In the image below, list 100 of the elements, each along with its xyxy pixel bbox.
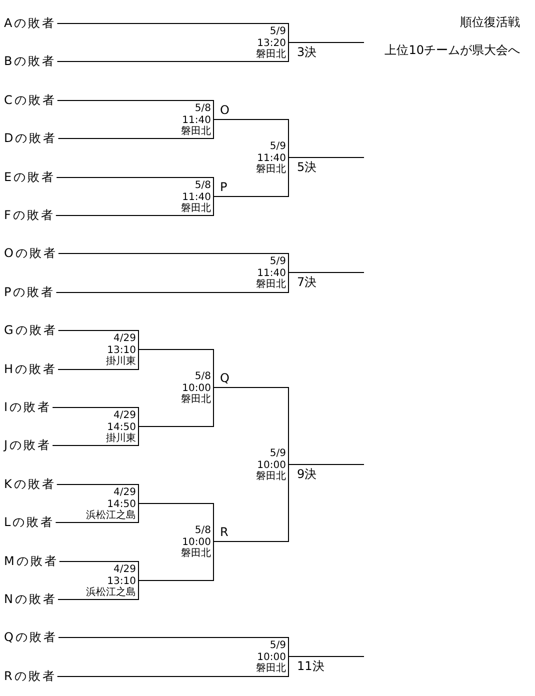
venue-name: 磐田北 bbox=[256, 164, 286, 175]
match-time: 11:40 bbox=[257, 152, 286, 164]
match-bracket bbox=[75, 561, 139, 600]
edge-label: Q bbox=[220, 372, 230, 385]
match-date: 5/9 bbox=[270, 256, 286, 267]
bracket-line bbox=[52, 407, 96, 408]
bracket-line bbox=[288, 42, 364, 43]
match-time: 10:00 bbox=[257, 652, 286, 662]
match-time: 13:20 bbox=[257, 38, 286, 48]
bracket-line bbox=[58, 561, 76, 562]
bracket-line bbox=[55, 215, 170, 216]
bracket-line bbox=[52, 445, 96, 446]
team-name: Rの敗者 bbox=[4, 668, 58, 684]
team-name: Nの敗者 bbox=[4, 591, 58, 607]
bracket-line bbox=[56, 292, 246, 293]
match-bracket bbox=[245, 119, 289, 197]
venue-name: 磐田北 bbox=[256, 49, 286, 60]
bracket-line bbox=[58, 253, 246, 254]
team-name: Hの敗者 bbox=[4, 361, 58, 377]
bracket-line bbox=[56, 177, 170, 178]
edge-label: 7決 bbox=[297, 276, 317, 289]
team-name: Lの敗者 bbox=[4, 514, 56, 530]
bracket-line bbox=[138, 503, 170, 504]
bracket-line bbox=[214, 119, 246, 120]
match-bracket bbox=[245, 23, 289, 62]
bracket-line bbox=[288, 656, 364, 657]
match-bracket bbox=[245, 637, 289, 677]
match-time: 11:40 bbox=[257, 268, 286, 278]
bracket-line bbox=[288, 157, 364, 158]
match-bracket bbox=[95, 407, 139, 446]
venue-name: 掛川東 bbox=[106, 433, 136, 444]
match-time: 14:50 bbox=[107, 498, 136, 510]
match-bracket bbox=[170, 349, 214, 427]
venue-name: 磐田北 bbox=[256, 663, 286, 674]
match-bracket bbox=[245, 253, 289, 293]
match-time: 10:00 bbox=[257, 460, 286, 470]
match-bracket bbox=[170, 100, 214, 139]
team-name: Pの敗者 bbox=[4, 284, 56, 300]
edge-label: 5決 bbox=[297, 161, 317, 174]
bracket-line bbox=[56, 23, 246, 24]
venue-name: 磐田北 bbox=[181, 548, 211, 559]
edge-label: O bbox=[220, 104, 230, 117]
bracket-line bbox=[288, 464, 364, 465]
venue-name: 磐田北 bbox=[256, 279, 286, 290]
title: 順位復活戦 bbox=[460, 15, 520, 29]
note-text: 上位10チームが県大会へ bbox=[384, 43, 520, 57]
match-time: 10:00 bbox=[182, 382, 211, 394]
venue-name: 磐田北 bbox=[181, 126, 211, 137]
bracket-line bbox=[138, 580, 170, 581]
match-bracket bbox=[245, 387, 289, 542]
bracket-line bbox=[56, 100, 170, 101]
venue-name: 浜松江之島 bbox=[86, 587, 136, 598]
match-date: 5/9 bbox=[270, 141, 286, 152]
bracket-line bbox=[57, 599, 76, 600]
match-time: 11:40 bbox=[182, 114, 211, 126]
team-name: Eの敗者 bbox=[4, 169, 57, 185]
team-name: Mの敗者 bbox=[4, 553, 60, 569]
bracket-line bbox=[138, 349, 170, 350]
team-name: Qの敗者 bbox=[4, 629, 58, 645]
match-date: 5/8 bbox=[194, 525, 211, 536]
edge-label: P bbox=[220, 181, 228, 194]
bracket-line bbox=[56, 61, 246, 62]
match-date: 5/9 bbox=[270, 448, 286, 459]
match-date: 5/9 bbox=[270, 26, 286, 37]
venue-name: 磐田北 bbox=[181, 203, 211, 214]
match-time: 13:10 bbox=[107, 576, 136, 586]
match-time: 13:10 bbox=[107, 344, 136, 356]
bracket-line bbox=[56, 484, 76, 485]
match-time: 10:00 bbox=[182, 536, 211, 548]
team-name: Dの敗者 bbox=[4, 130, 58, 146]
match-date: 5/8 bbox=[194, 103, 211, 114]
match-date: 4/29 bbox=[114, 333, 136, 344]
match-bracket bbox=[75, 484, 139, 523]
team-name: Iの敗者 bbox=[4, 399, 53, 415]
match-date: 4/29 bbox=[114, 564, 136, 575]
match-time: 11:40 bbox=[182, 192, 211, 202]
team-name: Bの敗者 bbox=[4, 53, 58, 69]
team-name: Gの敗者 bbox=[4, 322, 58, 338]
bracket-line bbox=[214, 387, 246, 388]
match-date: 5/8 bbox=[194, 371, 211, 382]
edge-label: 11決 bbox=[297, 660, 324, 673]
match-time: 14:50 bbox=[107, 422, 136, 432]
bracket-line bbox=[288, 272, 364, 273]
team-name: Aの敗者 bbox=[4, 15, 58, 31]
bracket-line bbox=[55, 522, 76, 523]
match-date: 5/9 bbox=[270, 640, 286, 651]
team-name: Kの敗者 bbox=[4, 476, 57, 492]
bracket-line bbox=[214, 196, 246, 197]
venue-name: 磐田北 bbox=[181, 394, 211, 405]
match-date: 5/8 bbox=[194, 180, 211, 191]
team-name: Cの敗者 bbox=[4, 92, 58, 108]
match-date: 4/29 bbox=[114, 487, 136, 498]
edge-label: 3決 bbox=[297, 46, 317, 59]
team-name: Fの敗者 bbox=[4, 207, 56, 223]
match-bracket bbox=[170, 177, 214, 216]
bracket-line bbox=[56, 676, 246, 677]
bracket-line bbox=[58, 138, 170, 139]
venue-name: 掛川東 bbox=[106, 356, 136, 367]
bracket-line bbox=[58, 637, 246, 638]
match-date: 4/29 bbox=[114, 410, 136, 421]
